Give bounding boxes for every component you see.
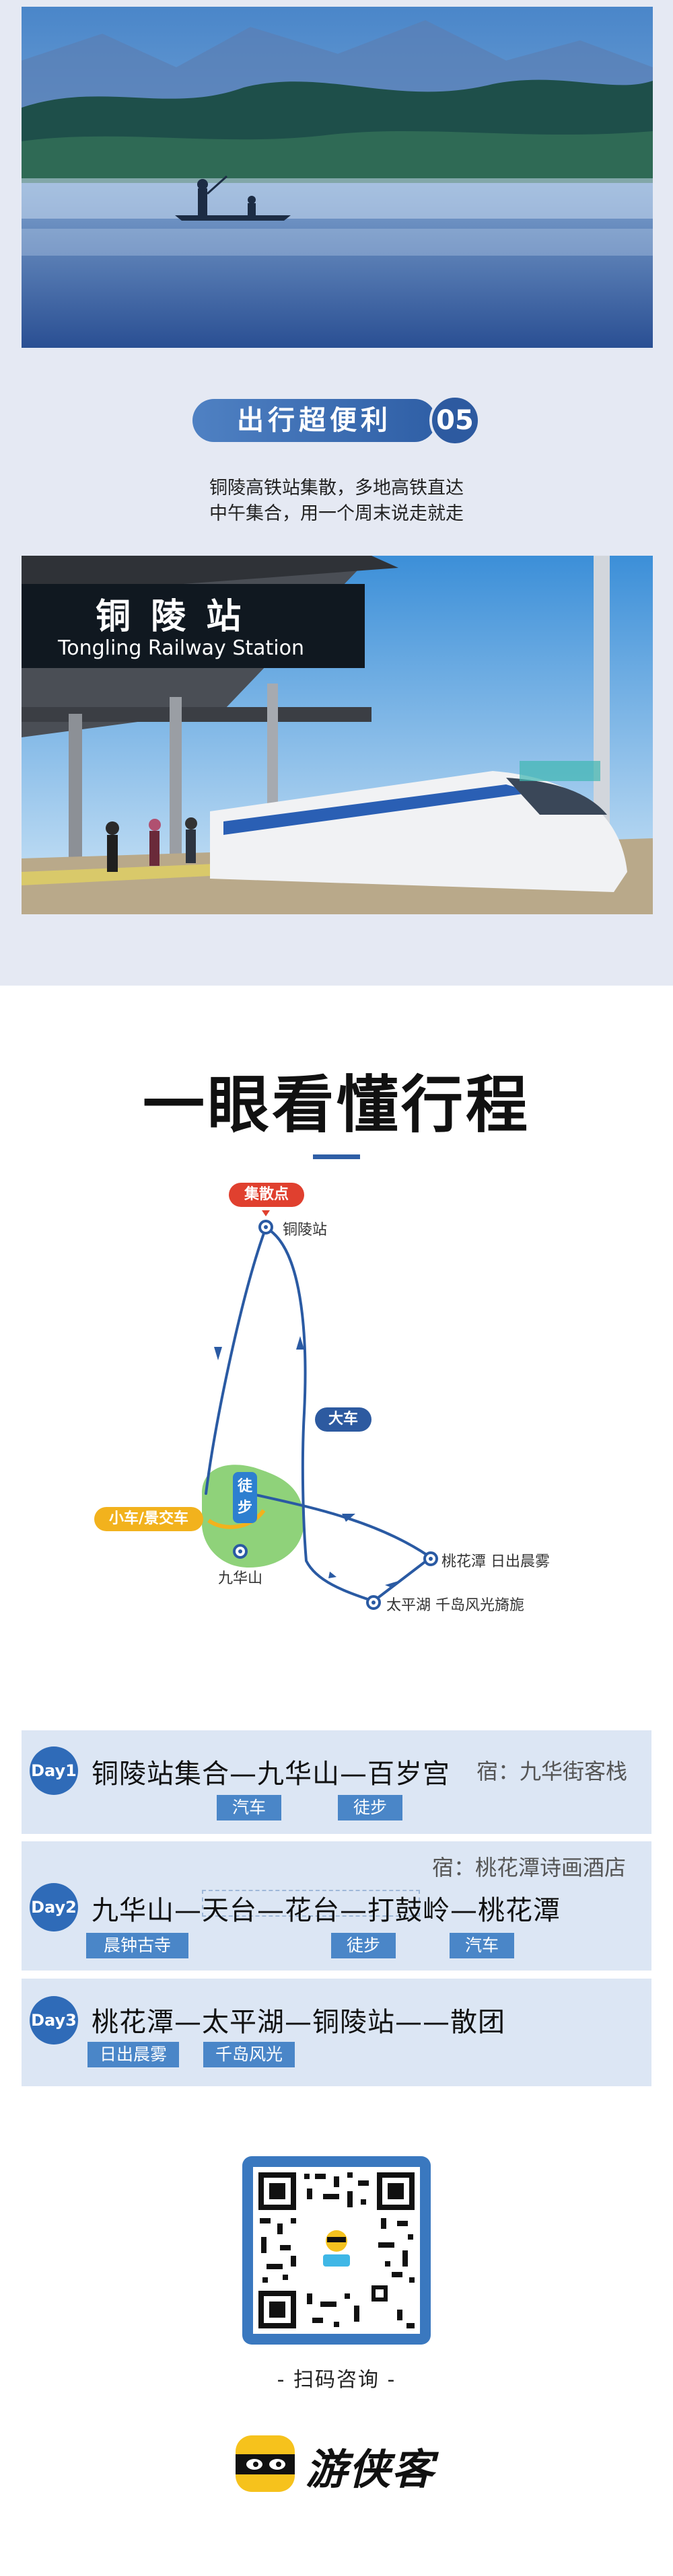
meet-point-tag: 集散点 <box>229 1183 304 1207</box>
qr-code[interactable] <box>242 2156 431 2345</box>
day2-card: 宿：桃花潭诗画酒店 Day2 九华山—天台—花台—打鼓岭—桃花潭 晨钟古寺 徒步… <box>22 1841 651 1971</box>
bus-tag: 大车 <box>315 1407 371 1432</box>
day3-card: Day3 桃花潭—太平湖—铜陵站——散团 日出晨雾 千岛风光 <box>22 1979 651 2086</box>
day2-route: 九华山—天台—花台—打鼓岭—桃花潭 <box>92 1895 561 1926</box>
day1-card: Day1 铜陵站集合—九华山—百岁宫 宿：九华街客栈 汽车 徒步 <box>22 1730 651 1834</box>
itinerary-title: 一眼看懂行程 <box>142 1069 530 1141</box>
meet-tag-pointer <box>262 1210 270 1216</box>
station-sign-cn: 铜 陵 站 <box>96 597 246 637</box>
qr-caption: - 扫码咨询 - <box>277 2368 396 2392</box>
route-map-svg <box>201 1210 438 1610</box>
station-sign: 铜 陵 站 Tongling Railway Station <box>22 584 365 668</box>
day1-chip-walk: 徒步 <box>338 1795 402 1820</box>
label-taiping: 太平湖 千岛风光旖旎 <box>386 1597 524 1614</box>
day1-chip-car: 汽车 <box>217 1795 281 1820</box>
day2-chip-temple: 晨钟古寺 <box>86 1933 188 1958</box>
station-sign-en: Tongling Railway Station <box>58 636 305 660</box>
section-badge-pill <box>192 399 436 442</box>
label-jiuhua: 九华山 <box>218 1570 263 1587</box>
walk-tag: 徒步 <box>233 1472 257 1523</box>
day3-chip-sunrise: 日出晨雾 <box>87 2042 179 2067</box>
brand-mascot-icon <box>236 2435 295 2492</box>
section-desc-line2: 中午集合，用一个周末说走就走 <box>209 503 464 524</box>
label-taohuatan: 桃花潭 日出晨雾 <box>441 1553 550 1570</box>
small-car-tag: 小车/景交车 <box>94 1507 203 1531</box>
section-badge: 出行超便利 05 <box>192 394 481 449</box>
route-lines <box>205 1226 432 1603</box>
section-desc-line1: 铜陵高铁站集散，多地高铁直达 <box>209 478 464 499</box>
day1-badge: Day1 <box>30 1746 78 1795</box>
section-title: 出行超便利 <box>237 405 392 436</box>
section-number: 05 <box>429 395 481 446</box>
day1-stay: 宿：九华街客栈 <box>476 1759 628 1784</box>
day2-chip-car: 汽车 <box>450 1933 514 1958</box>
day2-badge: Day2 <box>30 1883 78 1931</box>
route-map: 集散点 大车 小车/景交车 徒步 铜陵站 九华山 桃花潭 日出晨雾 太平湖 千岛… <box>0 1171 673 1642</box>
title-underline <box>313 1154 360 1159</box>
day2-stay: 宿：桃花潭诗画酒店 <box>432 1855 627 1880</box>
day3-badge: Day3 <box>30 1996 78 2045</box>
day2-chip-walk: 徒步 <box>331 1933 396 1958</box>
day3-chip-islands: 千岛风光 <box>203 2042 295 2067</box>
route-arrows <box>214 1336 398 1588</box>
station-photo: 铜 陵 站 Tongling Railway Station <box>22 556 653 914</box>
qr-code-pattern <box>253 2167 420 2334</box>
day1-route: 铜陵站集合—九华山—百岁宫 <box>92 1759 450 1790</box>
brand-name: 游侠客 <box>306 2445 435 2494</box>
transport-section: 出行超便利 05 铜陵高铁站集散，多地高铁直达 中午集合，用一个周末说走就走 <box>0 0 673 986</box>
day2-hiking-section <box>202 1890 420 1917</box>
small-car-route <box>207 1509 266 1529</box>
day3-route: 桃花潭—太平湖—铜陵站——散团 <box>92 2007 505 2038</box>
brand-logo: 游侠客 <box>233 2430 441 2497</box>
lake-photo <box>22 7 653 348</box>
label-tongling: 铜陵站 <box>283 1222 328 1239</box>
